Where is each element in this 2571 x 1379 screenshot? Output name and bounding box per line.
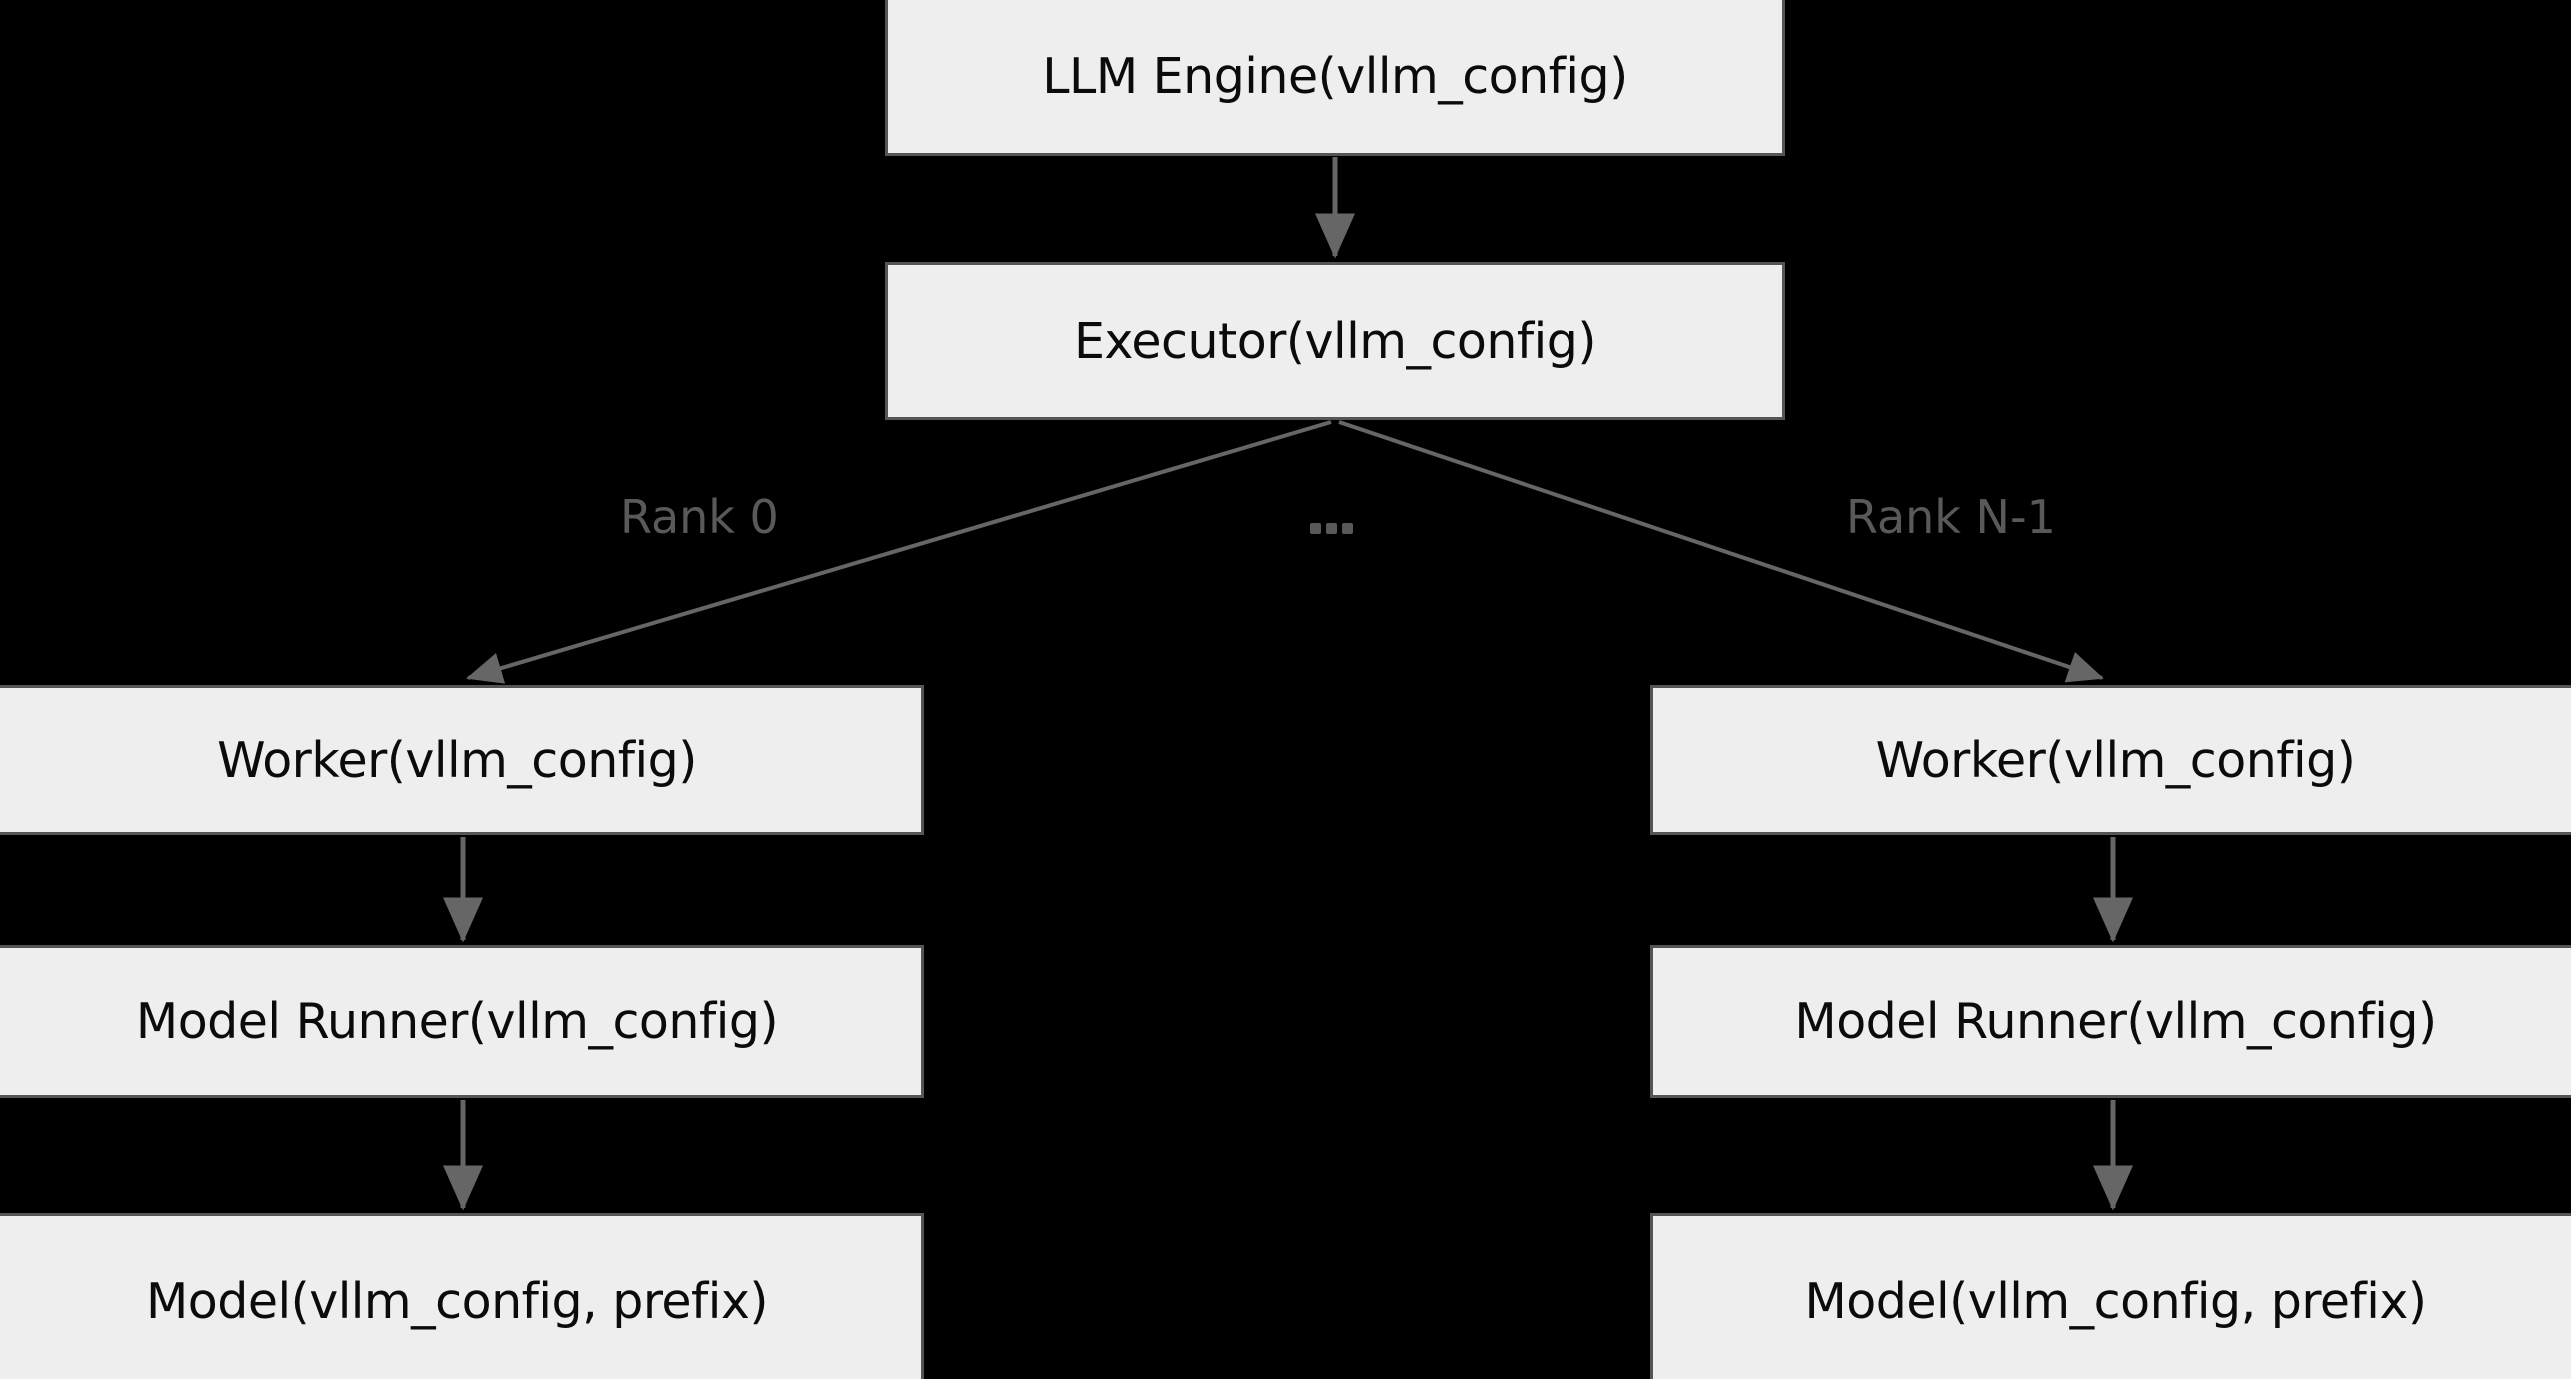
ellipsis-dot-3 — [1342, 523, 1353, 534]
ellipsis-dot-2 — [1326, 523, 1337, 534]
edge-label-rank-n-minus-1: Rank N-1 — [1846, 490, 2056, 544]
node-model-runner-rank0[interactable]: Model Runner(vllm_config) — [0, 945, 924, 1098]
edge-label-rank-0: Rank 0 — [620, 490, 779, 544]
edge-executor-to-worker-rank0 — [466, 420, 1332, 684]
node-model-rank0[interactable]: Model(vllm_config, prefix) — [0, 1213, 924, 1379]
node-llm-engine[interactable]: LLM Engine(vllm_config) — [885, 0, 1785, 156]
node-model-rankn[interactable]: Model(vllm_config, prefix) — [1650, 1213, 2571, 1379]
node-worker-rank0[interactable]: Worker(vllm_config) — [0, 685, 924, 835]
node-model-runner-rankn[interactable]: Model Runner(vllm_config) — [1650, 945, 2571, 1098]
node-worker-rankn[interactable]: Worker(vllm_config) — [1650, 685, 2571, 835]
node-executor[interactable]: Executor(vllm_config) — [885, 262, 1785, 420]
ellipsis-dot-1 — [1310, 523, 1321, 534]
edge-executor-to-worker-rankn — [1338, 420, 2104, 683]
ellipsis-icon — [1310, 523, 1353, 534]
